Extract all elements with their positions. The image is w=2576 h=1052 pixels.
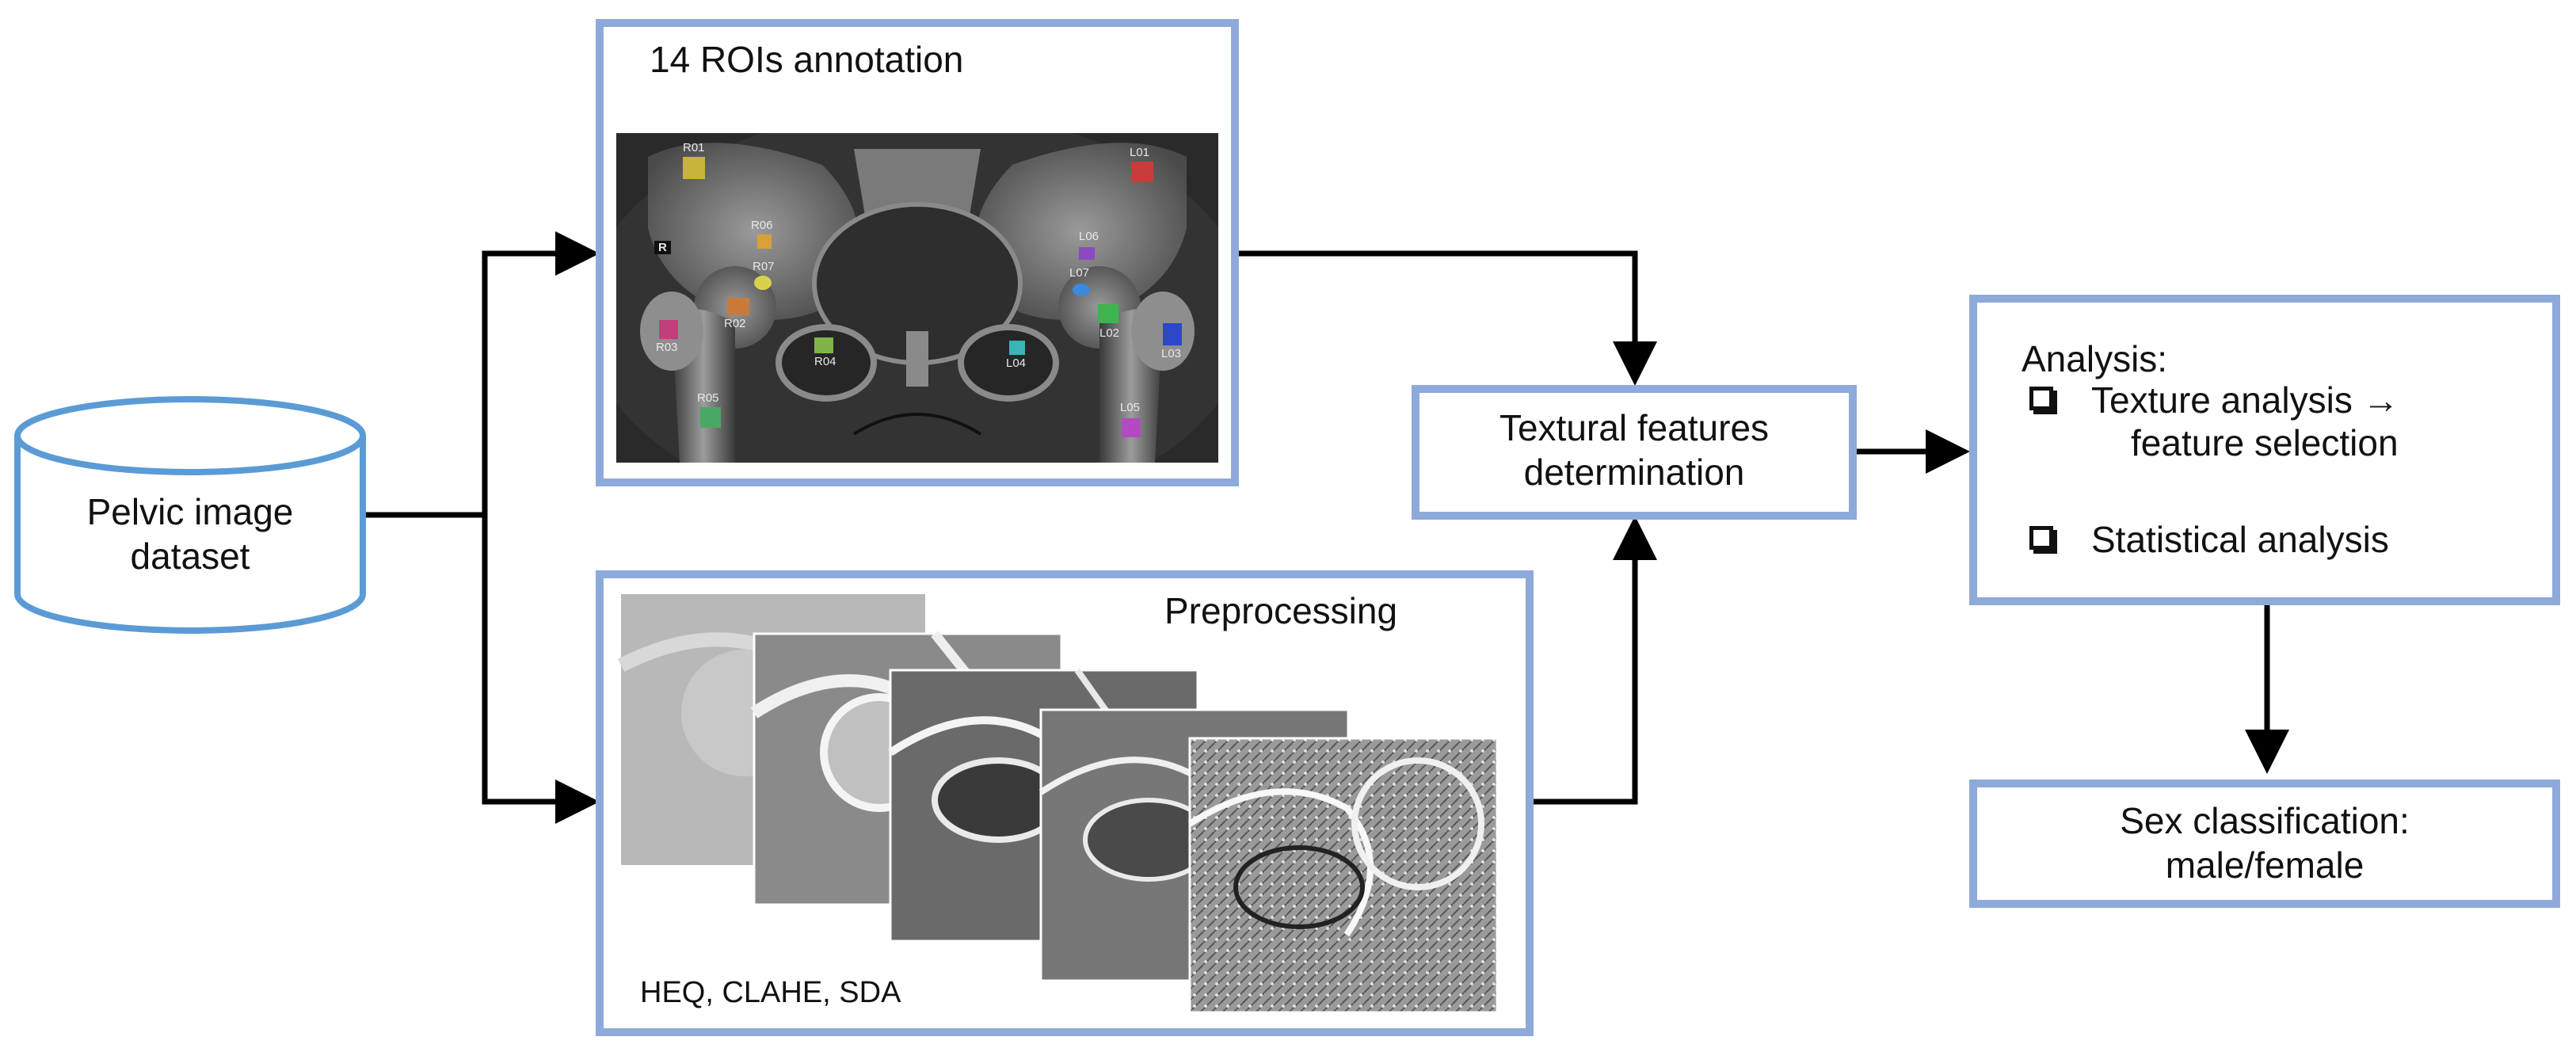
- roi-label-r04: R04: [814, 355, 836, 368]
- dataset-label-line2: dataset: [130, 536, 250, 577]
- roi-marker-r04: [814, 337, 833, 353]
- roi-panel-title: 14 ROIs annotation: [650, 39, 964, 80]
- arrow-roi-to-textural: [1237, 250, 1657, 386]
- roi-label-r01: R01: [683, 141, 705, 154]
- roi-marker-r01: [683, 157, 705, 179]
- roi-marker-l07: [1073, 284, 1090, 296]
- roi-label-l06: L06: [1079, 230, 1099, 243]
- sex-classification-box: [1969, 779, 2560, 908]
- arrow-to-preprocessing-panel: [482, 515, 600, 824]
- arrow-preproc-to-textural: [1530, 516, 1657, 805]
- roi-label-l05: L05: [1120, 401, 1141, 414]
- roi-marker-l04: [1009, 341, 1025, 355]
- analysis-item-texture: Texture analysis → feature selection: [2029, 379, 2399, 464]
- roi-label-r06: R06: [751, 219, 773, 232]
- checkbox-icon: [2029, 387, 2053, 410]
- roi-label-l02: L02: [1099, 326, 1120, 340]
- roi-marker-r02: [727, 298, 749, 315]
- roi-label-r02: R02: [724, 317, 746, 330]
- preprocessing-panel: [596, 570, 1534, 1036]
- dataset-label-line1: Pelvic image: [86, 491, 294, 532]
- roi-marker-l05: [1122, 418, 1141, 437]
- roi-marker-r03: [659, 320, 678, 339]
- analysis-item-statistical: Statistical analysis: [2029, 518, 2389, 561]
- roi-marker-r06: [757, 234, 772, 249]
- analysis-item-statistical-label: Statistical analysis: [2091, 519, 2389, 560]
- roi-label-l07: L07: [1069, 266, 1090, 280]
- analysis-title: Analysis:: [2022, 338, 2168, 379]
- roi-label-l04: L04: [1006, 356, 1027, 370]
- preprocessing-title: Preprocessing: [1164, 590, 1398, 631]
- classification-line1: Sex classification:: [2120, 800, 2410, 841]
- roi-marker-l01: [1131, 162, 1153, 182]
- dataset-label: Pelvic image dataset: [17, 490, 363, 578]
- preprocessing-methods: HEQ, CLAHE, SDA: [640, 976, 901, 1009]
- roi-label-r07: R07: [753, 260, 775, 273]
- checkbox-icon: [2029, 526, 2053, 550]
- textural-features-label: Textural features determination: [1412, 406, 1857, 494]
- analysis-item-texture-line2: feature selection: [2131, 422, 2399, 463]
- classification-line2: male/female: [2165, 844, 2365, 886]
- roi-marker-l03: [1163, 323, 1182, 345]
- textural-label-line1: Textural features: [1499, 407, 1770, 448]
- analysis-item-texture-line1: Texture analysis →: [2091, 379, 2399, 421]
- sex-classification-label: Sex classification: male/female: [1969, 799, 2560, 887]
- textural-label-line2: determination: [1523, 452, 1745, 493]
- roi-label-r03: R03: [656, 341, 678, 354]
- roi-marker-l06: [1079, 247, 1095, 260]
- roi-label-l01: L01: [1130, 146, 1150, 159]
- arrow-to-roi-panel: [482, 231, 600, 515]
- roi-marker-r05: [700, 407, 721, 428]
- textural-features-box: [1412, 385, 1857, 520]
- roi-marker-r07: [754, 276, 772, 290]
- analysis-box: [1969, 295, 2560, 605]
- side-marker: R: [654, 241, 671, 254]
- pelvis-xray-image: R R01 R06 R07 R02 R03 R04 R05 L01 L06 L0…: [616, 133, 1218, 463]
- roi-label-l03: L03: [1161, 347, 1182, 360]
- pelvis-xray-drawing: [616, 133, 1218, 463]
- roi-marker-l02: [1098, 304, 1118, 323]
- roi-label-r05: R05: [697, 391, 719, 405]
